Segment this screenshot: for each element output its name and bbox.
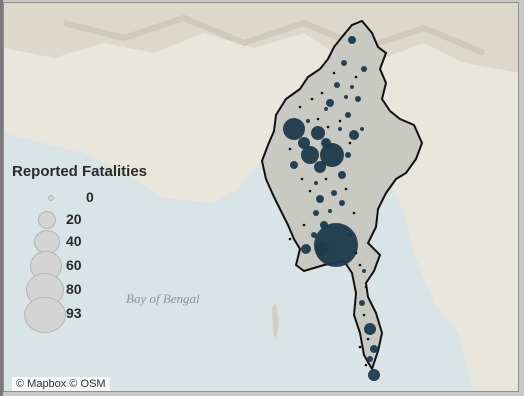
- map-attribution[interactable]: © Mapbox © OSM: [12, 377, 110, 391]
- fatality-marker-small[interactable]: [320, 91, 324, 95]
- fatality-marker[interactable]: [314, 161, 326, 173]
- fatality-marker[interactable]: [328, 209, 332, 213]
- fatality-marker[interactable]: [367, 356, 373, 362]
- legend-label: 80: [66, 281, 82, 297]
- legend-label: 60: [66, 257, 82, 273]
- fatality-marker[interactable]: [344, 95, 348, 99]
- fatality-marker-small[interactable]: [354, 251, 358, 255]
- fatality-marker-small[interactable]: [316, 117, 320, 121]
- fatality-marker-small[interactable]: [298, 105, 302, 109]
- legend-swatch: [24, 297, 66, 333]
- fatality-marker[interactable]: [315, 242, 329, 256]
- land-area: [4, 3, 518, 391]
- legend-label: 40: [66, 233, 82, 249]
- fatality-marker[interactable]: [338, 171, 346, 179]
- fatality-marker-small[interactable]: [354, 75, 358, 79]
- fatality-marker[interactable]: [301, 146, 319, 164]
- fatality-marker[interactable]: [301, 244, 311, 254]
- fatality-marker[interactable]: [355, 96, 361, 102]
- legend-swatch: [38, 211, 56, 229]
- fatality-marker-small[interactable]: [348, 141, 352, 145]
- map-frame[interactable]: Reported Fatalities 0 20 40 60 80 93 Bay…: [3, 2, 519, 392]
- window-edge: [0, 0, 3, 396]
- fatality-marker-small[interactable]: [288, 237, 292, 241]
- legend-label: 93: [66, 305, 82, 321]
- legend-row: 20: [12, 209, 102, 231]
- fatality-marker-small[interactable]: [364, 363, 368, 367]
- fatality-marker[interactable]: [362, 269, 366, 273]
- fatality-marker-small[interactable]: [326, 125, 330, 129]
- fatality-marker[interactable]: [345, 152, 351, 158]
- fatality-marker[interactable]: [314, 181, 318, 185]
- legend-row: 60: [12, 251, 102, 281]
- fatality-marker[interactable]: [338, 127, 342, 131]
- fatality-marker-small[interactable]: [302, 223, 306, 227]
- fatality-marker[interactable]: [349, 130, 359, 140]
- fatality-marker[interactable]: [361, 66, 367, 72]
- fatality-marker[interactable]: [348, 36, 356, 44]
- legend-swatch: [48, 195, 54, 201]
- fatality-marker[interactable]: [331, 190, 337, 196]
- fatality-marker[interactable]: [306, 119, 310, 123]
- fatality-marker[interactable]: [364, 323, 376, 335]
- fatality-marker-small[interactable]: [352, 211, 356, 215]
- fatality-marker[interactable]: [334, 82, 340, 88]
- country-outline-myanmar: [260, 19, 424, 372]
- fatality-marker-small[interactable]: [332, 71, 336, 75]
- legend-row: 93: [12, 297, 102, 333]
- fatality-marker[interactable]: [350, 85, 354, 89]
- fatality-marker[interactable]: [316, 195, 324, 203]
- fatality-marker-small[interactable]: [288, 147, 292, 151]
- legend-row: 0: [12, 187, 102, 209]
- fatality-marker-small[interactable]: [300, 177, 304, 181]
- fatality-marker[interactable]: [314, 223, 358, 267]
- fatality-marker[interactable]: [359, 300, 365, 306]
- legend-swatch: [34, 230, 60, 254]
- ridge-line: [63, 14, 486, 56]
- fatality-markers: [283, 36, 380, 381]
- fatality-marker-small[interactable]: [308, 189, 312, 193]
- fatality-marker[interactable]: [298, 137, 310, 149]
- fatality-marker[interactable]: [348, 233, 352, 237]
- fatality-marker[interactable]: [290, 161, 298, 169]
- fatality-marker[interactable]: [360, 127, 364, 131]
- fatality-marker[interactable]: [370, 345, 378, 353]
- fatality-marker-small[interactable]: [324, 177, 328, 181]
- legend-row: 40: [12, 230, 102, 254]
- fatality-marker-small[interactable]: [362, 313, 366, 317]
- fatality-marker-small[interactable]: [344, 187, 348, 191]
- fatality-marker[interactable]: [339, 200, 345, 206]
- fatality-marker-small[interactable]: [338, 119, 342, 123]
- fatality-marker-small[interactable]: [310, 97, 314, 101]
- fatality-marker-small[interactable]: [358, 345, 362, 349]
- legend-row: 80: [12, 273, 102, 307]
- fatality-marker[interactable]: [341, 60, 347, 66]
- legend-label: 0: [86, 189, 94, 205]
- island: [272, 303, 279, 341]
- legend-title: Reported Fatalities: [12, 163, 148, 180]
- fatality-marker[interactable]: [326, 99, 334, 107]
- sea-label: Bay of Bengal: [126, 291, 200, 306]
- fatality-marker[interactable]: [320, 143, 344, 167]
- fatality-marker[interactable]: [311, 126, 325, 140]
- fatality-marker[interactable]: [283, 118, 305, 140]
- fatality-marker-small[interactable]: [366, 337, 370, 341]
- fatality-marker[interactable]: [311, 232, 317, 238]
- fatality-marker[interactable]: [324, 107, 328, 111]
- legend-label: 20: [66, 211, 82, 227]
- fatality-marker-small[interactable]: [364, 285, 368, 289]
- fatality-marker[interactable]: [368, 369, 380, 381]
- map-canvas[interactable]: [4, 3, 519, 392]
- fatality-marker[interactable]: [313, 210, 319, 216]
- fatality-marker-small[interactable]: [358, 263, 362, 267]
- fatality-marker[interactable]: [345, 112, 351, 118]
